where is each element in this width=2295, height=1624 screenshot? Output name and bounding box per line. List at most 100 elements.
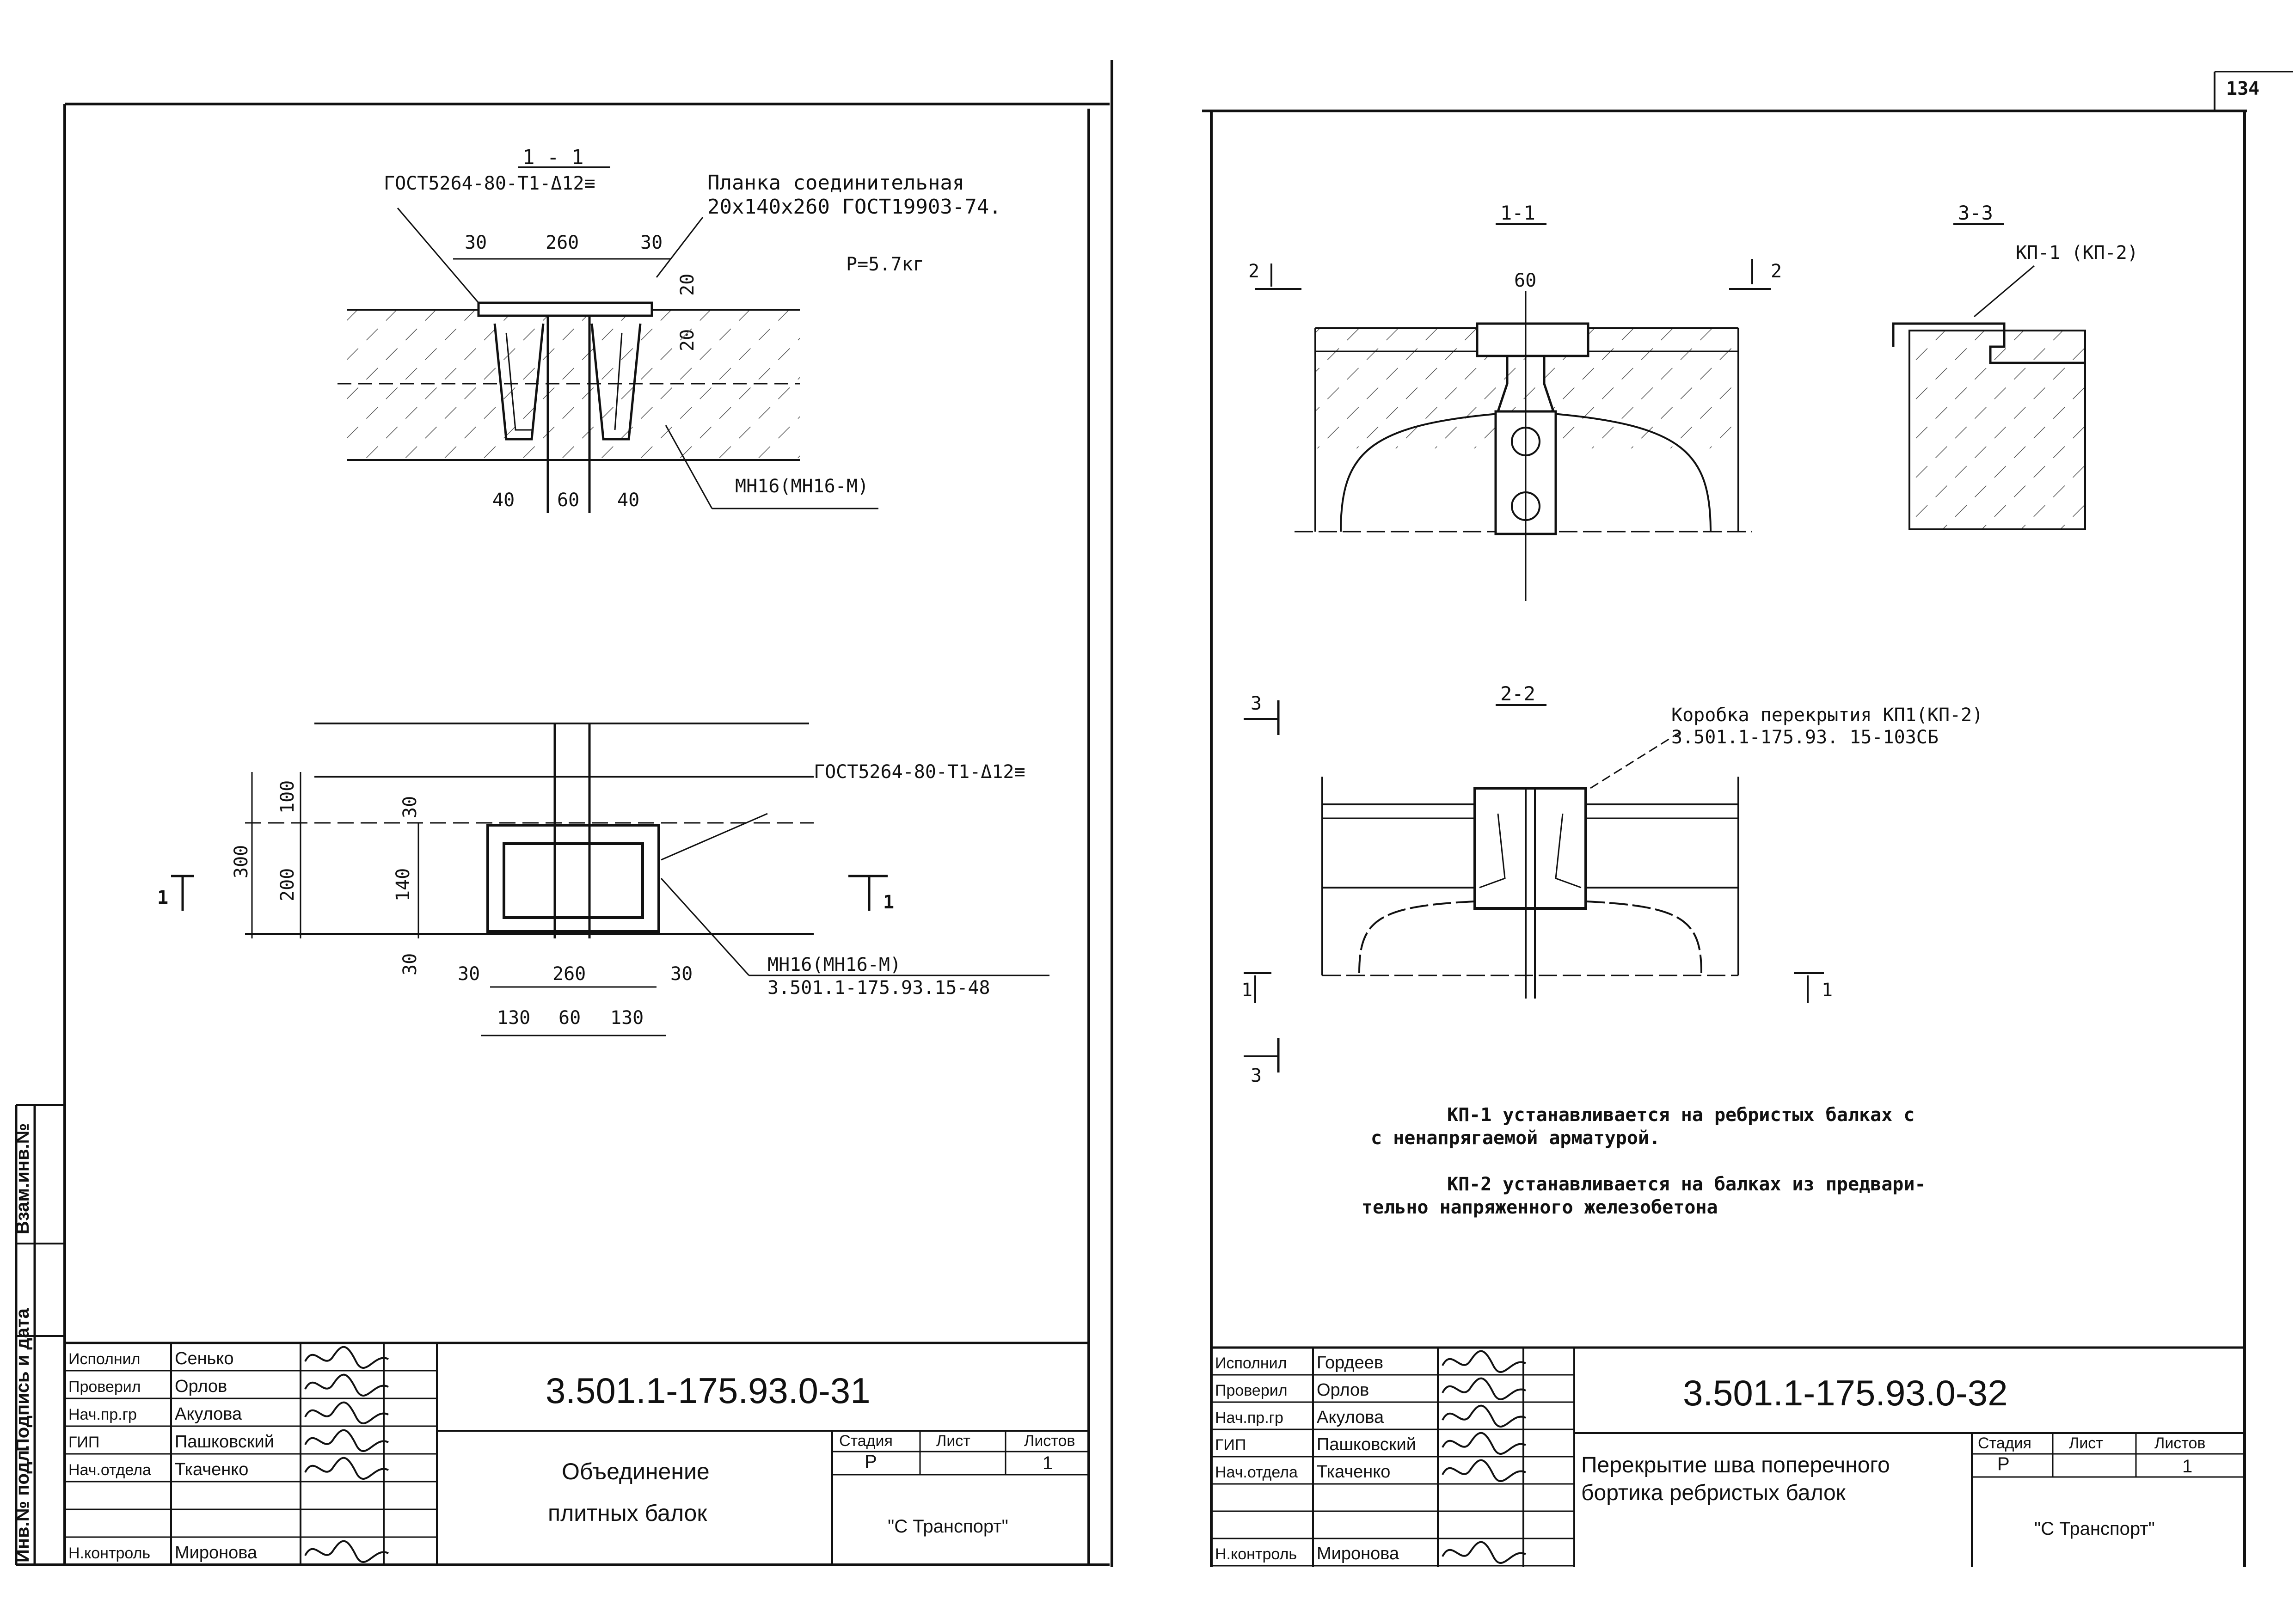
person-name: Ткаченко [175,1460,248,1479]
dim-left: 30 [465,232,487,253]
sheets-header: Листов [1024,1432,1075,1450]
role-label: Исполнил [68,1350,140,1368]
cut3-bottom: 3 [1251,1065,1262,1086]
dim-b2: 60 [557,490,579,511]
section-title: 3-3 [1958,202,1993,224]
box-label: КП-1 (КП-2) [2016,242,2138,264]
person-name: Миронова [175,1543,258,1563]
sheets-header: Листов [2154,1434,2205,1452]
plate-label-2: 20х140х260 ГОСТ19903-74. [707,195,1001,219]
section-title: 1-1 [1500,202,1535,224]
signature-mark [304,1457,389,1480]
sheet-32-frame [1202,71,2293,1567]
dim-100: 100 [277,780,298,814]
weld-note: ГОСТ5264-80-Т1-Δ12≡ [384,173,595,194]
drawing-title-1: Перекрытие шва поперечного [1581,1453,1890,1477]
cut1-right: 1 [1822,980,1833,1001]
role-label: Н.контроль [1215,1545,1297,1563]
person-name: Орлов [1317,1380,1369,1400]
embed-ref: 3.501.1-175.93.15-48 [767,977,990,999]
dim-130a: 130 [497,1007,530,1029]
role-label: Нач.пр.гр [1215,1409,1283,1427]
signature-mark [304,1373,389,1397]
signature-mark [1442,1432,1526,1455]
dim-30b: 30 [399,953,421,975]
dim-30d: 30 [670,963,693,985]
sheet-header: Лист [936,1432,970,1450]
section-title: 1 - 1 [522,146,583,169]
sheet-header: Лист [2069,1434,2103,1452]
note-1-line-1: КП-1 устанавливается на ребристых балках… [1447,1104,1915,1126]
plate-label-1: Планка соединительная [707,171,964,195]
company-name: "С Транспорт" [888,1516,1008,1537]
signature-mark [304,1401,389,1424]
note-2-line-2: тельно напряженного железобетона [1362,1197,1718,1218]
role-label: Нач.отдела [68,1461,151,1479]
role-label: Н.контроль [68,1544,150,1562]
role-label: Нач.отдела [1215,1464,1298,1481]
sheets-value: 1 [1043,1453,1053,1473]
stage-value: Р [1997,1454,2010,1474]
person-name: Пашковский [1317,1435,1416,1454]
mass-label: Р=5.7кг [846,254,924,275]
drawing-code: 3.501.1-175.93.0-31 [546,1370,871,1411]
box-ref: 3.501.1-175.93. 15-103СБ [1671,727,1939,748]
page-number: 134 [2226,78,2259,99]
cut-mark-left: 1 [157,887,168,908]
dim-right: 30 [640,232,663,253]
section-2-2: 2-2 3 3 1 1 Коробка перекрытия КП1(КП-2)… [1241,682,1983,1086]
dim-300: 300 [231,845,252,878]
role-label: Исполнил [1215,1354,1287,1372]
company-name: "С Транспорт" [2034,1519,2155,1539]
dim-v1: 20 [677,274,698,296]
person-name: Орлов [175,1377,227,1396]
embed-label: МН16(МН16-М) [767,954,901,975]
side-stamp: Инв.№ подл. Подпись и дата Взам.инв.№ [12,1123,33,1563]
note-2-line-1: КП-2 устанавливается на балках из предва… [1447,1174,1926,1195]
dim-middle: 260 [546,232,579,253]
drawing-title-2: плитных балок [548,1500,707,1526]
cut3-top: 3 [1251,693,1262,714]
cut-mark-right: 2 [1771,261,1782,282]
role-label: ГИП [1215,1436,1246,1454]
stage-header: Стадия [839,1432,893,1450]
dim-260: 260 [552,963,586,985]
section-1-1-right: 1-1 2 2 60 [1248,202,1782,601]
person-name: Ткаченко [1317,1462,1390,1482]
role-label: ГИП [68,1434,99,1451]
dim-b1: 40 [492,490,515,511]
side-stamp-sign: Подпись и дата [12,1308,33,1452]
sheet-31-frame [15,60,1113,1567]
signature-mark [1442,1404,1526,1428]
side-stamp-vzam: Взам.инв.№ [12,1123,33,1234]
signature-mark [304,1429,389,1452]
signature-mark [1442,1541,1526,1564]
person-name: Гордеев [1317,1353,1383,1373]
dim-b3: 40 [617,490,639,511]
drawing-title-1: Объединение [562,1459,710,1484]
role-label: Проверил [1215,1382,1288,1399]
dim-30a: 30 [399,796,421,818]
person-name: Сенько [175,1349,234,1368]
cut-mark-right: 1 [883,892,894,913]
dim-130b: 130 [610,1007,644,1029]
section-title: 2-2 [1500,682,1535,705]
section-1-1-left: 1 - 1 ГОСТ5264-80-Т1-Δ12≡ Планка соедини… [338,146,1001,513]
role-label: Проверил [68,1378,141,1396]
cut-mark-left: 2 [1248,261,1259,282]
dim-200: 200 [277,868,298,901]
signature-mark [304,1346,389,1369]
person-name: Миронова [1317,1544,1399,1563]
side-stamp-inv: Инв.№ подл. [12,1445,33,1563]
dim-30c: 30 [458,963,480,985]
embed-label: МН16(МН16-М) [735,476,869,497]
section-3-3: 3-3 КП-1 (КП-2) [1892,202,2138,530]
notes: КП-1 устанавливается на ребристых балках… [1362,1104,1926,1218]
drawing-title-2: бортика ребристых балок [1581,1481,1846,1505]
stage-header: Стадия [1978,1434,2031,1452]
note-1-line-2: с ненапрягаемой арматурой. [1371,1128,1660,1149]
signature-mark [304,1540,389,1563]
